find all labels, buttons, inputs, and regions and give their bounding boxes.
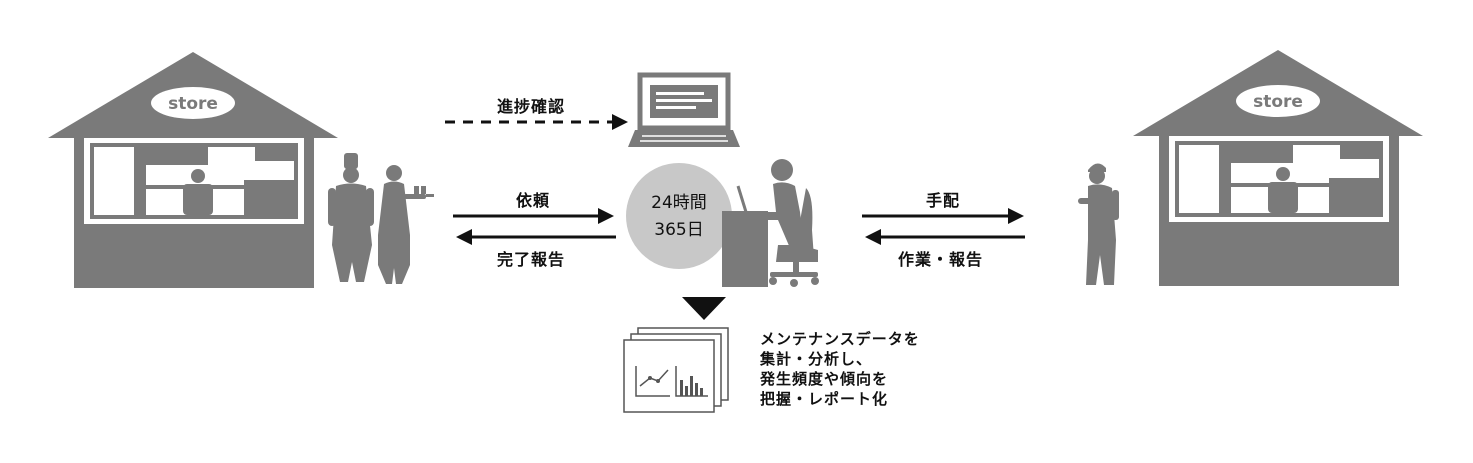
work-report-label: 作業・報告 <box>898 250 984 269</box>
chef-figure <box>328 153 374 282</box>
progress-check-label: 進捗確認 <box>497 97 566 116</box>
down-arrow-icon <box>682 297 726 320</box>
note-line: 把握・レポート化 <box>760 390 889 408</box>
maintenance-data-note: メンテナンスデータを 集計・分析し、 発生頻度や傾向を 把握・レポート化 <box>760 329 920 409</box>
waitress-figure <box>378 165 434 284</box>
operator-figure <box>722 159 819 287</box>
technician-figure <box>1078 163 1119 285</box>
arrange-label: 手配 <box>926 191 961 210</box>
support-hours-line2: 365日 <box>654 220 703 240</box>
note-line: 発生頻度や傾向を <box>760 370 889 388</box>
support-hours-line1: 24時間 <box>651 193 707 213</box>
request-label: 依頼 <box>516 191 551 210</box>
work-report-arrow <box>865 229 1025 245</box>
support-hours-circle <box>626 163 732 269</box>
note-line: メンテナンスデータを <box>760 330 920 348</box>
laptop-icon <box>628 72 740 147</box>
arrange-arrow <box>862 208 1024 224</box>
complete-report-arrow <box>456 229 616 245</box>
right-store-building <box>1133 50 1423 286</box>
note-line: 集計・分析し、 <box>760 350 873 368</box>
progress-check-arrow <box>445 114 628 130</box>
request-arrow <box>453 208 614 224</box>
report-document-icon <box>623 327 729 413</box>
left-store-sign: store <box>168 94 218 114</box>
right-store-sign: store <box>1253 92 1303 112</box>
complete-report-label: 完了報告 <box>497 250 566 269</box>
left-store-building <box>48 52 338 288</box>
